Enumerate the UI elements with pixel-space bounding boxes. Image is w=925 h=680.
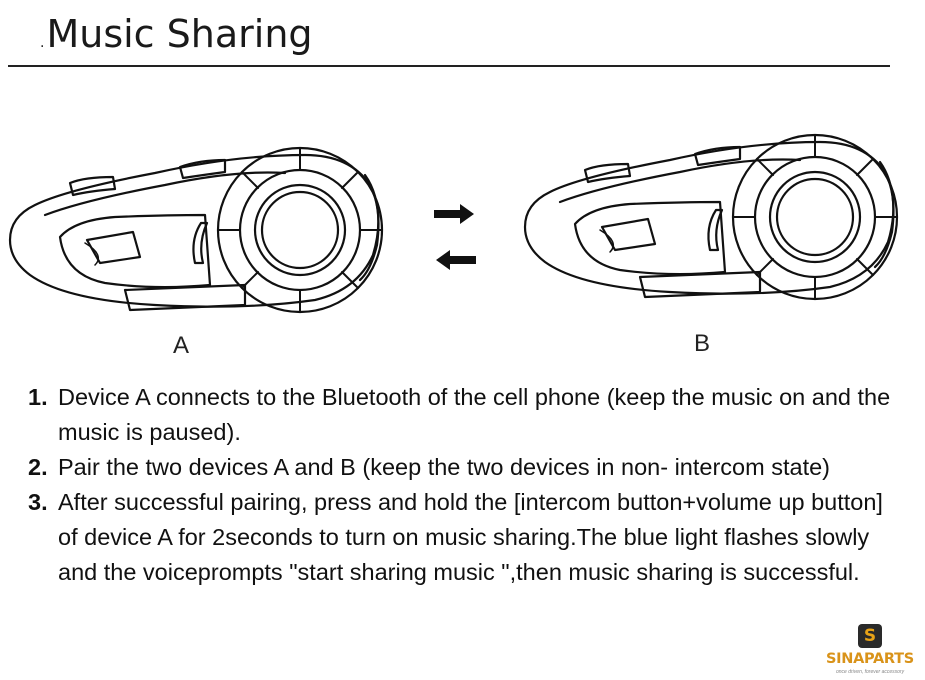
- logo-badge-letter: S: [863, 626, 877, 646]
- brand-logo: S SINAPARTS once driven, forever accesso…: [826, 624, 918, 678]
- instruction-steps: 1. Device A connects to the Bluetooth of…: [28, 380, 908, 590]
- arrow-icons: [434, 204, 476, 270]
- step-text: After successful pairing, press and hold…: [58, 489, 883, 585]
- logo-name: SINAPARTS: [826, 651, 914, 667]
- step-text: Device A connects to the Bluetooth of th…: [58, 384, 891, 445]
- logo-badge-icon: S: [858, 624, 882, 648]
- arrow-right-icon: [434, 204, 474, 224]
- step-item: 2. Pair the two devices A and B (keep th…: [28, 450, 908, 485]
- step-item: 1. Device A connects to the Bluetooth of…: [28, 380, 908, 450]
- device-b-illustration: [523, 133, 899, 301]
- step-text: Pair the two devices A and B (keep the t…: [58, 454, 830, 480]
- step-number: 1.: [28, 384, 48, 410]
- device-a-label: A: [173, 332, 190, 359]
- step-item: 3. After successful pairing, press and h…: [28, 485, 908, 590]
- arrow-left-icon: [436, 250, 476, 270]
- title-divider: [8, 65, 890, 67]
- title-mark: .: [40, 35, 45, 51]
- bidirectional-arrows: [432, 200, 482, 275]
- page-title: .Music Sharing: [40, 12, 313, 56]
- device-b-label: B: [694, 330, 711, 357]
- step-number: 3.: [28, 489, 48, 515]
- step-number: 2.: [28, 454, 48, 480]
- title-text: Music Sharing: [46, 12, 313, 56]
- logo-tagline: once driven, forever accessory: [836, 669, 905, 675]
- device-a-illustration: [8, 146, 384, 314]
